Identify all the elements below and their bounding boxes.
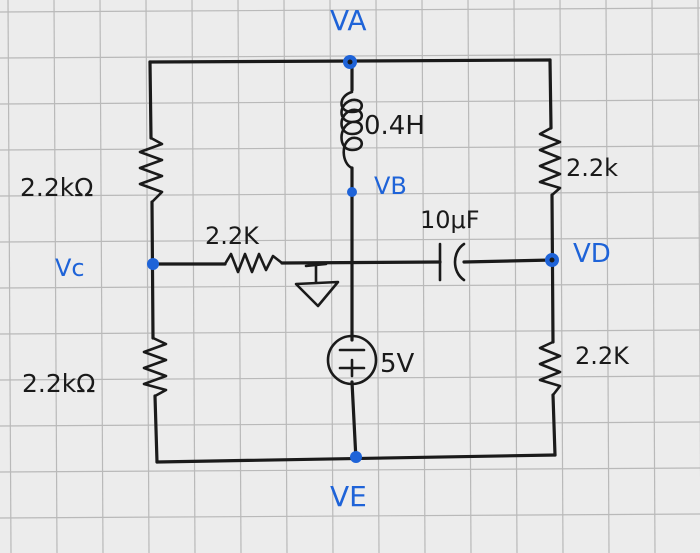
grid-line-horizontal [0, 421, 700, 427]
grid-line-vertical [513, 0, 518, 553]
node-label-vd: VD [573, 239, 611, 269]
mid-wire-center [280, 260, 442, 265]
grid-line-vertical [651, 0, 656, 553]
label-r-bottom-left: 2.2kΩ [22, 369, 95, 398]
right-wire-middle [550, 193, 555, 344]
grid-line-vertical [605, 0, 610, 553]
grid-line-vertical [99, 0, 104, 553]
grid-line-vertical [145, 0, 150, 553]
left-wire-bottom [153, 394, 159, 464]
inductor [340, 90, 364, 170]
right-wire-bottom [551, 393, 557, 457]
label-capacitor: 10μF [420, 206, 480, 234]
grid-line-vertical [329, 0, 334, 553]
grid-line-vertical [7, 0, 12, 553]
grid-line-vertical [421, 0, 426, 553]
grid-line-vertical [467, 0, 472, 553]
resistor-top-left [138, 136, 164, 204]
node-dots [147, 55, 559, 463]
label-inductor: 0.4H [364, 111, 425, 141]
label-r-top-right: 2.2k [566, 154, 618, 182]
grid-line-horizontal [0, 329, 700, 335]
center-wire-bottom [350, 380, 358, 462]
grid-line-horizontal [0, 145, 700, 151]
grid-line-horizontal [0, 7, 700, 13]
grid-line-horizontal [0, 375, 700, 381]
label-source: 5V [380, 349, 415, 379]
label-r-middle: 2.2K [205, 222, 260, 250]
grid-line-vertical [375, 0, 380, 553]
node-c [147, 258, 159, 270]
grid-line-horizontal [0, 283, 700, 289]
grid-line-horizontal [0, 513, 700, 519]
grid-line-horizontal [0, 467, 700, 473]
resistor-bottom-right [538, 340, 562, 397]
label-r-bottom-right: 2.2K [575, 342, 630, 370]
grid-line-vertical [191, 0, 196, 553]
label-r-top-left: 2.2kΩ [20, 173, 93, 202]
mid-wire-right [462, 258, 554, 264]
capacitor [438, 242, 466, 282]
resistor-middle [223, 252, 284, 274]
wires [148, 58, 557, 464]
node-b [347, 187, 357, 197]
voltage-source-icon [326, 334, 378, 386]
node-label-vc: Vc [55, 254, 85, 282]
left-wire-middle [150, 200, 155, 340]
resistor-bottom-left [142, 336, 168, 398]
ground-icon [294, 262, 340, 308]
node-label-ve: VE [330, 480, 367, 513]
grid-line-horizontal [0, 237, 700, 243]
left-wire-top [148, 60, 153, 140]
node-label-va: VA [330, 4, 367, 37]
grid-line-vertical [559, 0, 564, 553]
node-label-vb: VB [374, 172, 407, 200]
right-wire-top [548, 58, 553, 130]
grid-line-vertical [53, 0, 58, 553]
resistor-top-right [538, 126, 562, 197]
node-e [350, 451, 362, 463]
